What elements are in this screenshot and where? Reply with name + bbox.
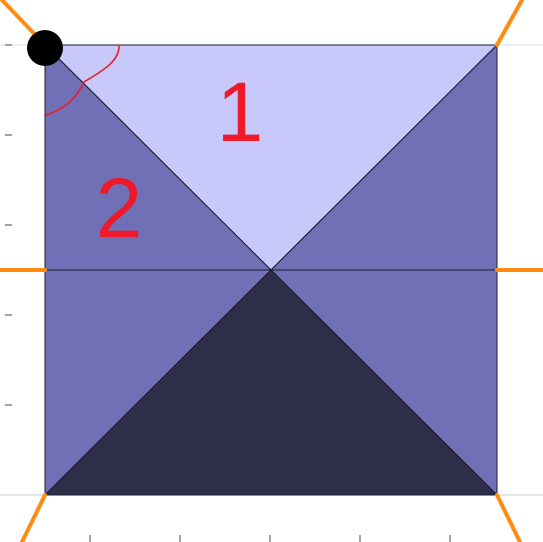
left-ticks — [5, 44, 12, 406]
bottom-ticks — [89, 535, 451, 542]
orange-line-bottom-right — [495, 493, 522, 542]
label-region-1: 1 — [217, 65, 264, 159]
label-region-2: 2 — [96, 161, 143, 255]
angle-arc-annotation — [45, 44, 120, 116]
orange-line-top-right — [495, 0, 524, 47]
orange-line-bottom-left — [20, 493, 47, 542]
corner-dot-marker — [27, 30, 63, 66]
